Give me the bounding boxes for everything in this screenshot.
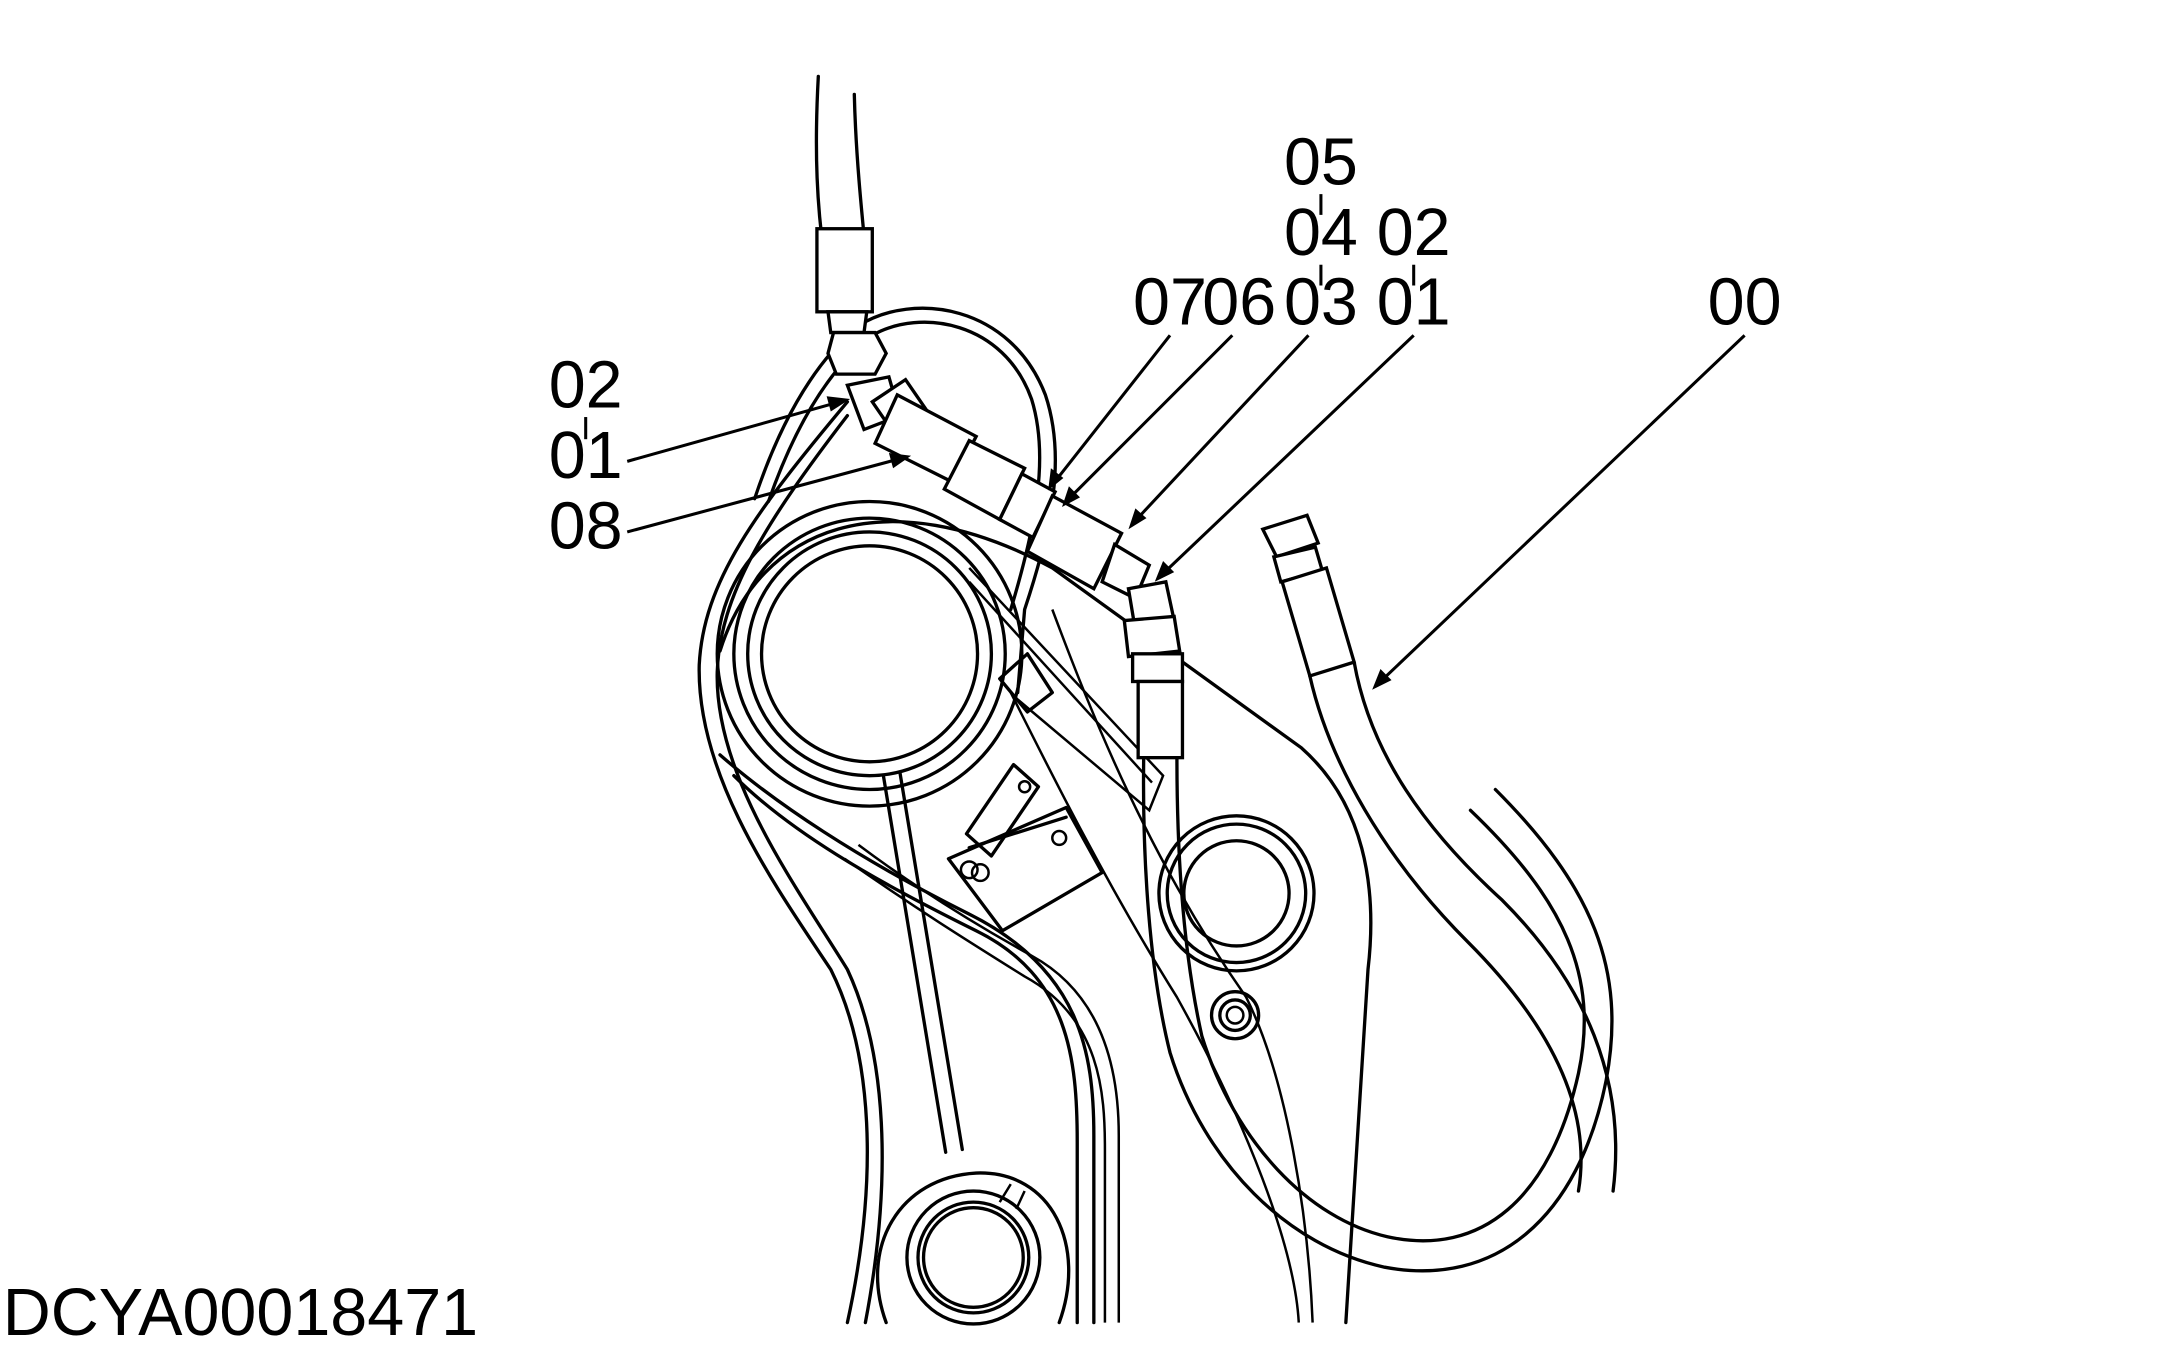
callout-01-top: 01 — [1377, 265, 1451, 339]
right-pin-boss — [1157, 814, 1316, 1041]
drawing-id: DCYA00018471 — [3, 1276, 478, 1345]
lower-bushing — [875, 1171, 1071, 1326]
callout-02-top: 02 — [1377, 196, 1451, 270]
callout-08: 08 — [549, 490, 623, 564]
callout-07: 07 — [1133, 265, 1207, 339]
leader-lines — [584, 194, 1746, 690]
callout-05: 05 — [1284, 125, 1358, 199]
hose-item-00 — [1260, 513, 1618, 1193]
valve-assembly — [845, 374, 1182, 659]
center-hose — [1130, 652, 1614, 1273]
callout-03: 03 — [1284, 265, 1358, 339]
top-hose — [814, 74, 889, 376]
callout-00: 00 — [1708, 265, 1782, 339]
callout-04: 04 — [1284, 196, 1358, 270]
callout-labels: 05 04 02 07 06 03 01 00 02 01 08 — [549, 125, 1782, 563]
callout-02-left: 02 — [549, 348, 623, 422]
pin-boss — [715, 499, 1024, 808]
callout-01-left: 01 — [549, 419, 623, 493]
valve-bracket — [946, 652, 1104, 933]
callout-06: 06 — [1202, 265, 1276, 339]
